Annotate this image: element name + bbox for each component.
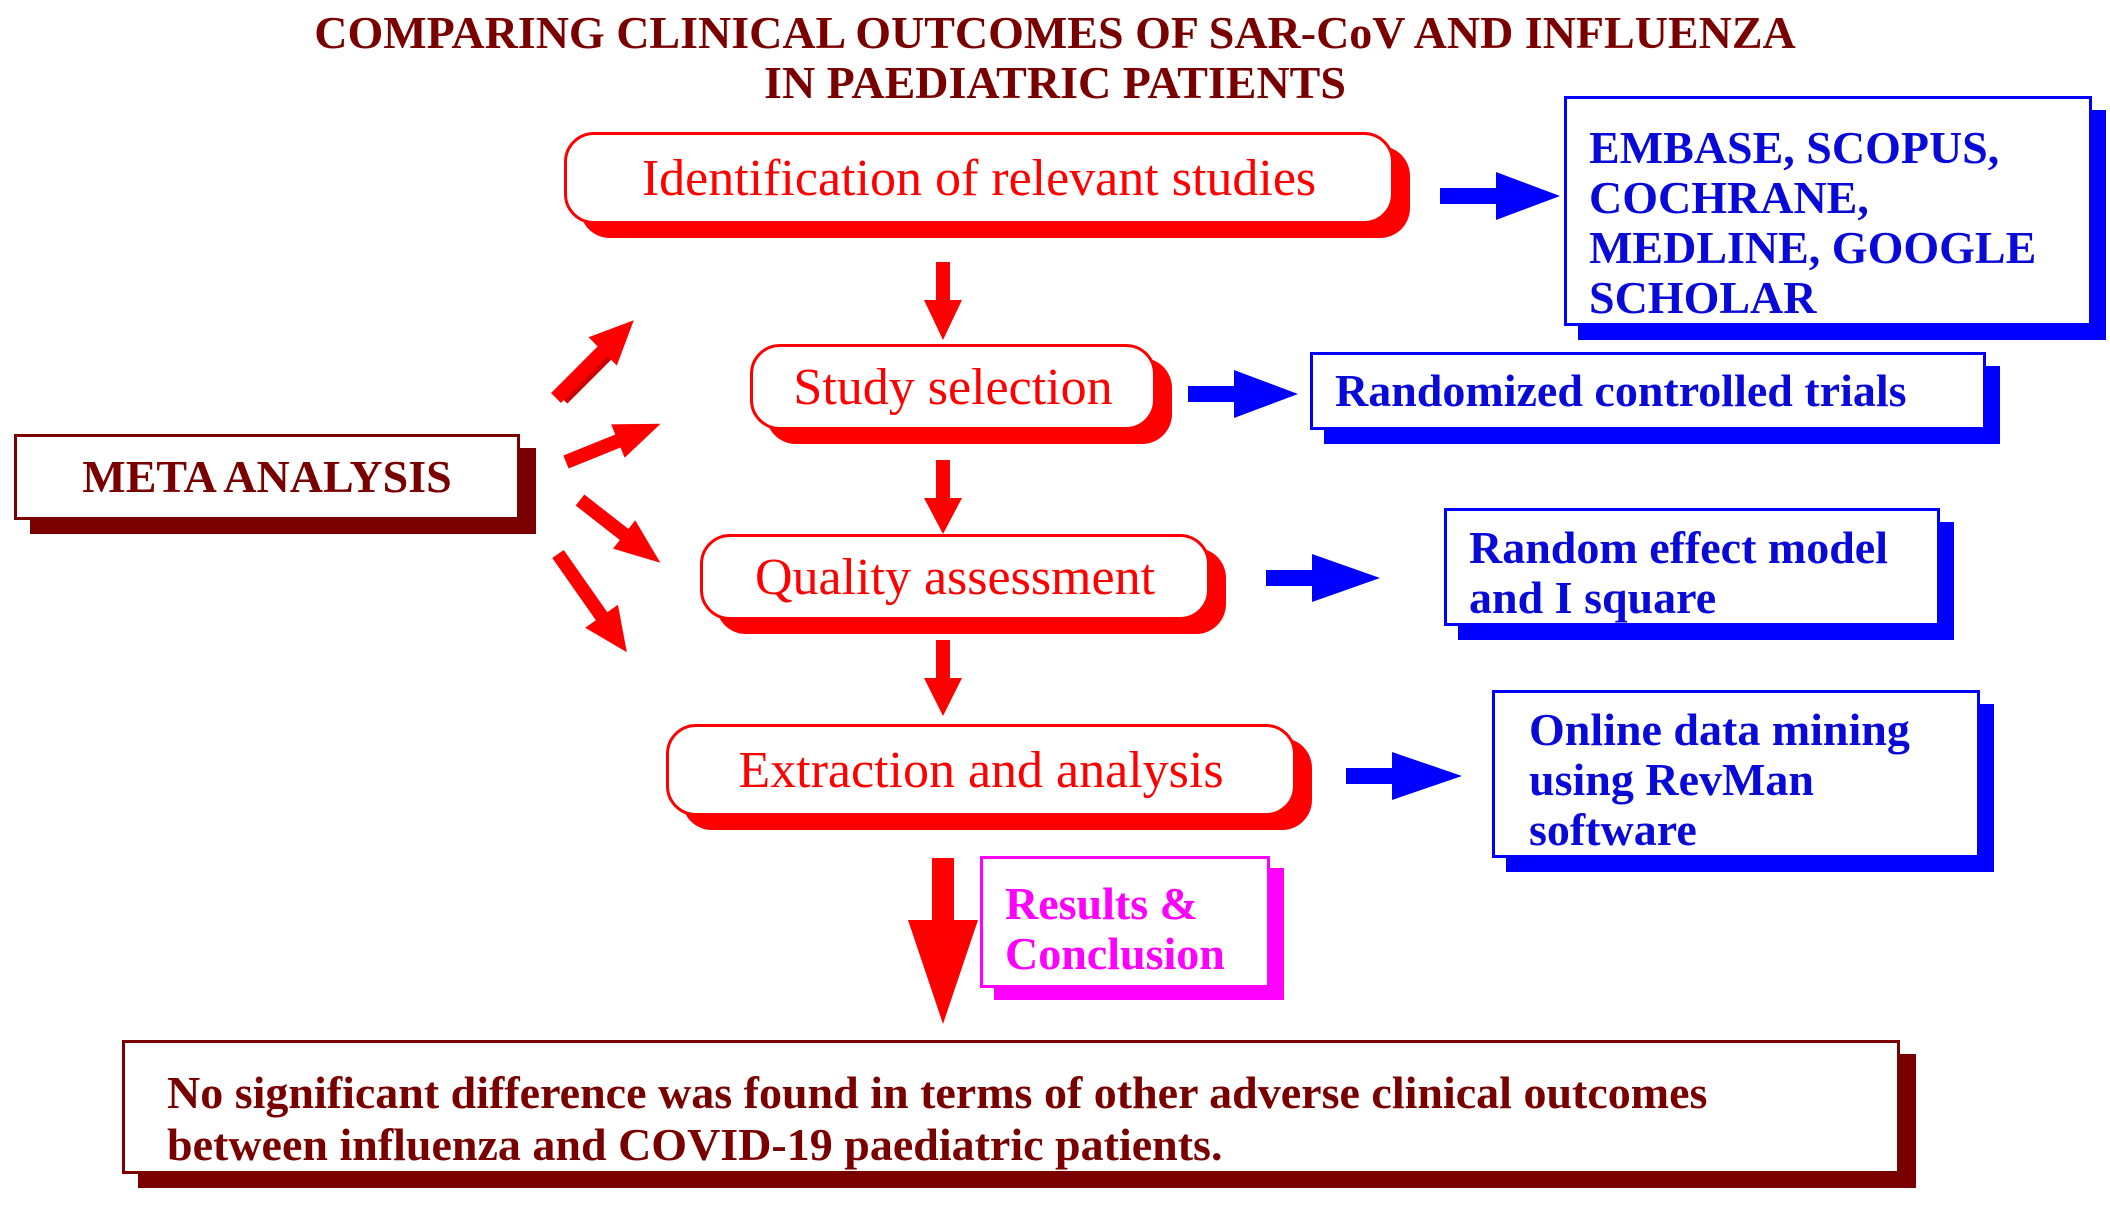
detail-extraction: Online data mining using RevMan software [1492,690,1980,858]
step-selection: Study selection [750,344,1156,430]
step-selection-label: Study selection [793,358,1113,416]
detail-quality-line-1: Random effect model [1469,522,1889,573]
results-line-1: Results & [1005,878,1198,929]
conclusion-box: No significant difference was found in t… [122,1040,1900,1174]
detail-extraction-line-3: software [1529,804,1697,855]
down-arrow-2 [924,460,962,534]
down-arrow-results [908,858,978,1024]
step-quality-label: Quality assessment [754,548,1156,606]
detail-quality: Random effect model and I square [1444,508,1940,626]
fan-arrow-3 [575,494,661,563]
title-line-2: IN PAEDIATRIC PATIENTS [764,57,1346,108]
detail-databases-line-1: EMBASE, SCOPUS, [1589,122,2000,173]
conclusion-line-1: No significant difference was found in t… [167,1067,1708,1118]
down-arrow-3 [924,640,962,716]
diagram-title: COMPARING CLINICAL OUTCOMES OF SAR-CoV A… [0,8,2110,108]
step-identification: Identification of relevant studies [564,132,1394,224]
fan-arrow-4 [552,549,627,653]
detail-selection: Randomized controlled trials [1310,352,1986,430]
detail-databases-line-4: SCHOLAR [1589,272,1817,323]
fan-arrow-2 [563,423,661,469]
detail-databases: EMBASE, SCOPUS, COCHRANE, MEDLINE, GOOGL… [1564,96,2092,326]
meta-analysis-box: META ANALYSIS [14,434,520,520]
meta-analysis-label: META ANALYSIS [82,451,452,502]
step-identification-label: Identification of relevant studies [641,149,1317,207]
right-arrow-extraction [1346,752,1462,800]
step-extraction-label: Extraction and analysis [738,741,1224,799]
detail-databases-line-2: COCHRANE, [1589,172,1869,223]
detail-extraction-line-2: using RevMan [1529,754,1814,805]
right-arrow-quality [1266,554,1380,602]
detail-extraction-line-1: Online data mining [1529,704,1910,755]
detail-quality-line-2: and I square [1469,572,1717,623]
detail-databases-line-3: MEDLINE, GOOGLE [1589,222,2037,273]
step-quality: Quality assessment [700,534,1210,620]
conclusion-line-2: between influenza and COVID-19 paediatri… [167,1119,1223,1170]
title-line-1: COMPARING CLINICAL OUTCOMES OF SAR-CoV A… [314,7,1796,58]
down-arrow-1 [924,262,962,340]
right-arrow-identification [1440,172,1560,220]
detail-selection-label: Randomized controlled trials [1335,365,1907,416]
results-line-2: Conclusion [1005,928,1225,979]
right-arrow-selection [1188,370,1298,418]
step-extraction: Extraction and analysis [666,724,1296,816]
fan-arrow-1 [551,320,634,404]
results-box: Results & Conclusion [980,856,1270,988]
